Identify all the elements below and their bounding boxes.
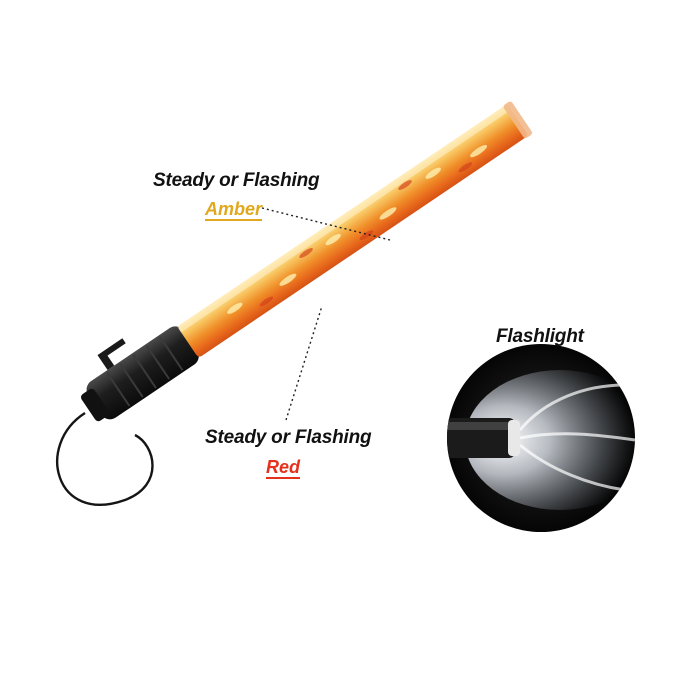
wrist-strap: [56, 411, 154, 506]
traffic-baton-icon: [56, 101, 532, 506]
amber-color-label: Amber: [205, 199, 263, 219]
flashlight-inset: [447, 344, 635, 532]
red-color-label: Red: [266, 457, 301, 477]
flashlight-label: Flashlight: [496, 326, 584, 347]
red-callout-line: [285, 305, 323, 421]
red-mode-label: Steady or Flashing: [205, 427, 372, 448]
handle: [86, 326, 199, 420]
light-tube: [178, 105, 527, 357]
end-cap: [503, 101, 532, 139]
belt-clip: [97, 338, 126, 370]
flashlight-beam-icon: [465, 370, 635, 510]
amber-callout-line: [261, 207, 391, 241]
amber-mode-label: Steady or Flashing: [153, 170, 320, 191]
